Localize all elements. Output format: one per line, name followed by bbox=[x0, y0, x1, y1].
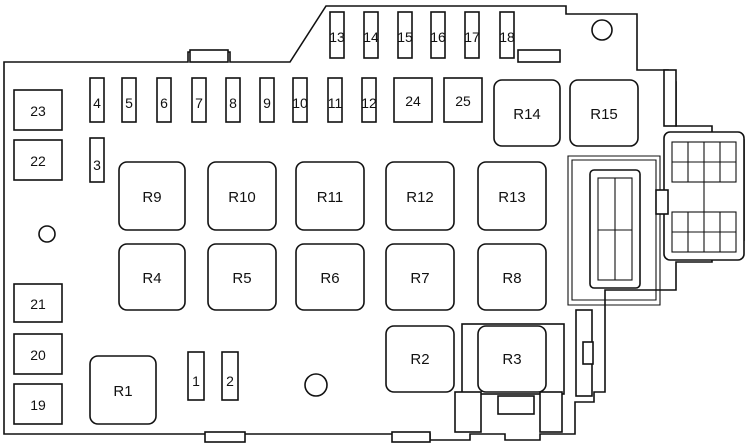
relay-r1-label: R1 bbox=[113, 383, 132, 400]
relay-r8-label: R8 bbox=[502, 270, 521, 287]
fuse-19-label: 19 bbox=[30, 397, 46, 413]
fuse-25-label: 25 bbox=[455, 93, 471, 109]
relay-r2[interactable]: R2 bbox=[385, 325, 455, 393]
relay-r1[interactable]: R1 bbox=[89, 355, 157, 425]
fuse-10-label: 10 bbox=[292, 95, 308, 111]
relay-r13[interactable]: R13 bbox=[477, 161, 547, 231]
fuse-21-label: 21 bbox=[30, 296, 46, 312]
vertical-rail-clip bbox=[582, 341, 594, 365]
relay-r8[interactable]: R8 bbox=[477, 243, 547, 311]
fuse-4[interactable]: 4 bbox=[89, 77, 105, 123]
fuse-14-label: 14 bbox=[363, 29, 379, 45]
fuse-5-label: 5 bbox=[125, 95, 133, 111]
relay-r6-label: R6 bbox=[320, 270, 339, 287]
bottom-clip-1 bbox=[204, 431, 246, 443]
relay-r6[interactable]: R6 bbox=[295, 243, 365, 311]
relay-r14[interactable]: R14 bbox=[493, 79, 561, 147]
fuse-3-label: 3 bbox=[93, 157, 101, 173]
relay-r7[interactable]: R7 bbox=[385, 243, 455, 311]
relay-r9-label: R9 bbox=[142, 189, 161, 206]
bottom-latch-3 bbox=[539, 391, 563, 433]
fuse-22[interactable]: 22 bbox=[13, 139, 63, 181]
fuse-24-label: 24 bbox=[405, 93, 421, 109]
connector-housing-outline bbox=[571, 159, 657, 301]
mounting-hole-bottom bbox=[304, 373, 328, 397]
top-clip-left bbox=[189, 49, 229, 63]
relay-r12[interactable]: R12 bbox=[385, 161, 455, 231]
relay-r14-label: R14 bbox=[513, 106, 541, 123]
relay-r3[interactable]: R3 bbox=[477, 325, 547, 393]
bottom-clip-2 bbox=[391, 431, 431, 443]
mounting-hole-top-right bbox=[591, 19, 613, 41]
fuse-14[interactable]: 14 bbox=[363, 11, 379, 59]
relay-r4-label: R4 bbox=[142, 270, 161, 287]
fuse-6[interactable]: 6 bbox=[156, 77, 172, 123]
relay-r9[interactable]: R9 bbox=[118, 161, 186, 231]
fuse-19[interactable]: 19 bbox=[13, 383, 63, 425]
fuse-2-label: 2 bbox=[226, 373, 234, 389]
fuse-12-label: 12 bbox=[361, 95, 377, 111]
relay-r5-label: R5 bbox=[232, 270, 251, 287]
top-clip-right bbox=[517, 49, 561, 63]
relay-r7-label: R7 bbox=[410, 270, 429, 287]
fuse-15[interactable]: 15 bbox=[397, 11, 413, 59]
fuse-9[interactable]: 9 bbox=[259, 77, 275, 123]
relay-r11-label: R11 bbox=[317, 189, 343, 206]
fuse-20[interactable]: 20 bbox=[13, 333, 63, 375]
fuse-17[interactable]: 17 bbox=[464, 11, 480, 59]
fuse-17-label: 17 bbox=[464, 29, 480, 45]
fuse-25[interactable]: 25 bbox=[443, 77, 483, 123]
fuse-1-label: 1 bbox=[192, 373, 200, 389]
fuse-24[interactable]: 24 bbox=[393, 77, 433, 123]
fuse-13[interactable]: 13 bbox=[329, 11, 345, 59]
fuse-11[interactable]: 11 bbox=[327, 77, 343, 123]
fuse-20-label: 20 bbox=[30, 347, 46, 363]
fuse-4-label: 4 bbox=[93, 95, 101, 111]
relay-r13-label: R13 bbox=[498, 189, 526, 206]
fuse-1[interactable]: 1 bbox=[187, 351, 205, 401]
relay-r2-label: R2 bbox=[410, 351, 429, 368]
connector-housing-inner bbox=[567, 155, 661, 306]
relay-r15-label: R15 bbox=[590, 106, 618, 123]
relay-r10[interactable]: R10 bbox=[207, 161, 277, 231]
bottom-latch-2 bbox=[497, 395, 535, 415]
fuse-3[interactable]: 3 bbox=[89, 137, 105, 183]
fuse-21[interactable]: 21 bbox=[13, 283, 63, 323]
fuse-18-label: 18 bbox=[499, 29, 515, 45]
fuse-23-label: 23 bbox=[30, 103, 46, 119]
fuse-12[interactable]: 12 bbox=[361, 77, 377, 123]
fuse-8-label: 8 bbox=[229, 95, 237, 111]
relay-r10-label: R10 bbox=[228, 189, 256, 206]
relay-r3-label: R3 bbox=[502, 351, 521, 368]
fuse-13-label: 13 bbox=[329, 29, 345, 45]
bottom-latch-1 bbox=[454, 391, 482, 433]
fuse-7-label: 7 bbox=[195, 95, 203, 111]
fuse-16-label: 16 bbox=[430, 29, 446, 45]
relay-r12-label: R12 bbox=[406, 189, 434, 206]
fuse-6-label: 6 bbox=[160, 95, 168, 111]
fuse-5[interactable]: 5 bbox=[121, 77, 137, 123]
fuse-7[interactable]: 7 bbox=[191, 77, 207, 123]
fuse-22-label: 22 bbox=[30, 153, 46, 169]
relay-r15[interactable]: R15 bbox=[569, 79, 639, 147]
fuse-15-label: 15 bbox=[397, 29, 413, 45]
fuse-9-label: 9 bbox=[263, 95, 271, 111]
fuse-8[interactable]: 8 bbox=[225, 77, 241, 123]
fuse-18[interactable]: 18 bbox=[499, 11, 515, 59]
side-tab bbox=[663, 69, 677, 127]
mounting-hole-left bbox=[38, 225, 56, 243]
connector-latch bbox=[655, 189, 669, 215]
fuse-2[interactable]: 2 bbox=[221, 351, 239, 401]
fuse-11-label: 11 bbox=[328, 95, 343, 111]
relay-r4[interactable]: R4 bbox=[118, 243, 186, 311]
relay-r11[interactable]: R11 bbox=[295, 161, 365, 231]
fuse-23[interactable]: 23 bbox=[13, 89, 63, 131]
fuse-16[interactable]: 16 bbox=[430, 11, 446, 59]
fuse-10[interactable]: 10 bbox=[292, 77, 308, 123]
relay-r5[interactable]: R5 bbox=[207, 243, 277, 311]
